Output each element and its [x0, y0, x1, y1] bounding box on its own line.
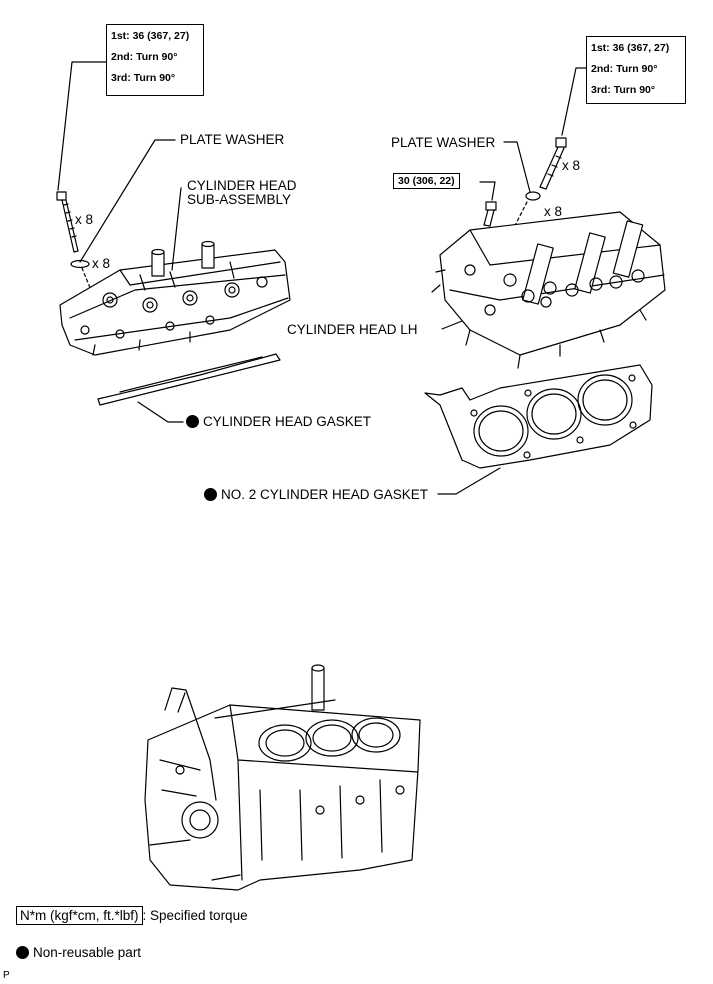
torque-step-1: 1st: 36 (367, 27) — [111, 30, 190, 42]
label-plate-washer-right: PLATE WASHER — [391, 135, 496, 150]
torque-spec-box-right: 1st: 36 (367, 27) 2nd: Turn 90° 3rd: Tur… — [586, 36, 686, 104]
label-cylinder-head-lh: CYLINDER HEAD LH — [287, 322, 418, 337]
label-text: CYLINDER HEAD GASKET — [203, 414, 372, 429]
left-plate-washer — [70, 259, 90, 269]
label-plate-washer-left: PLATE WASHER — [180, 132, 285, 147]
torque-step-3: 3rd: Turn 90° — [111, 72, 176, 84]
label-cylinder-head-gasket: CYLINDER HEAD GASKET — [186, 414, 371, 430]
label-cylinder-head-sub-1: CYLINDER HEAD — [187, 178, 297, 193]
non-reusable-dot-icon — [186, 415, 199, 428]
torque-step-2: 2nd: Turn 90° — [591, 63, 658, 75]
torque-step-2: 2nd: Turn 90° — [111, 51, 178, 63]
torque-spec-box-left: 1st: 36 (367, 27) 2nd: Turn 90° 3rd: Tur… — [106, 24, 204, 96]
torque-step-1: 1st: 36 (367, 27) — [591, 42, 670, 54]
left-head-gasket — [97, 353, 281, 406]
right-no2-gasket — [424, 364, 653, 469]
legend-torque-unit: N*m (kgf*cm, ft.*lbf) — [16, 906, 143, 925]
label-x8-bolt-right: x 8 — [562, 158, 581, 173]
label-x8-washer-right: x 8 — [544, 204, 563, 219]
legend-torque: N*m (kgf*cm, ft.*lbf): Specified torque — [16, 906, 248, 925]
torque-spec-box-small: 30 (306, 22) — [393, 173, 460, 189]
footer-mark: P — [3, 970, 10, 981]
label-cylinder-head-sub-2: SUB-ASSEMBLY — [187, 192, 292, 207]
right-small-bolt — [479, 181, 497, 227]
cylinder-block — [144, 664, 421, 891]
label-x8-washer-left: x 8 — [92, 256, 111, 271]
legend-nonreusable-text: Non-reusable part — [33, 945, 142, 960]
left-cylinder-head — [59, 240, 291, 356]
right-head-bolt — [539, 67, 589, 190]
non-reusable-dot-icon — [204, 488, 217, 501]
left-head-bolt — [56, 61, 107, 253]
label-text: NO. 2 CYLINDER HEAD GASKET — [221, 487, 429, 502]
right-plate-washer — [525, 191, 541, 201]
label-no2-cylinder-head-gasket: NO. 2 CYLINDER HEAD GASKET — [204, 487, 428, 503]
legend-torque-desc: : Specified torque — [142, 908, 248, 923]
legend-nonreusable: Non-reusable part — [16, 945, 141, 961]
label-x8-bolt-left: x 8 — [75, 212, 94, 227]
right-cylinder-head — [431, 211, 666, 369]
non-reusable-dot-icon — [16, 946, 29, 959]
torque-step-3: 3rd: Turn 90° — [591, 84, 656, 96]
